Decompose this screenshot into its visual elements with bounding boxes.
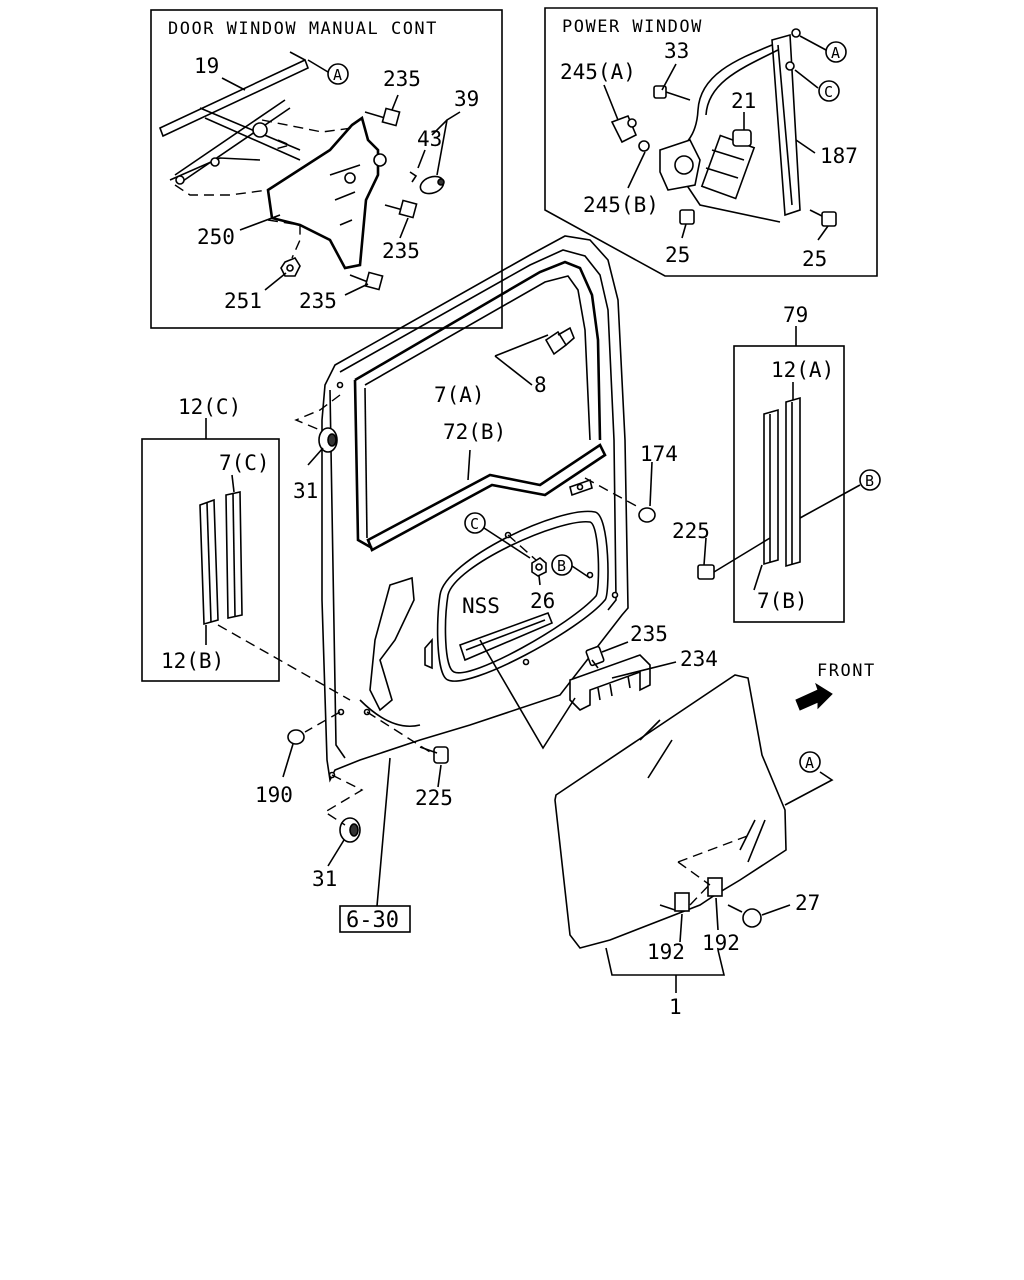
callout-b-door: B bbox=[551, 554, 591, 579]
svg-text:C: C bbox=[824, 83, 833, 101]
bushing-31-lower bbox=[339, 817, 361, 843]
channel-inset-12c: 12(C) 7(C) 12(B) bbox=[141, 395, 351, 701]
bolt-25-right bbox=[809, 209, 837, 227]
label-225-right: 225 bbox=[672, 519, 710, 543]
label-8: 8 bbox=[534, 373, 547, 397]
callout-c-power: C bbox=[794, 69, 840, 102]
callout-a-manual: A bbox=[307, 59, 349, 85]
inset-12c-frame bbox=[141, 438, 280, 682]
inset-79-frame bbox=[733, 345, 845, 623]
bolt-25-left bbox=[679, 209, 695, 225]
label-225-left: 225 bbox=[415, 786, 453, 810]
nss-pocket bbox=[458, 611, 554, 662]
label-12a: 12(A) bbox=[771, 358, 834, 382]
label-7b: 7(B) bbox=[757, 589, 808, 613]
label-1: 1 bbox=[669, 995, 682, 1019]
bolt-235-mid bbox=[384, 199, 418, 219]
label-12c: 12(C) bbox=[178, 395, 241, 419]
front-arrow-icon bbox=[795, 682, 833, 711]
label-12b: 12(B) bbox=[161, 649, 224, 673]
bolt-225-left bbox=[419, 746, 449, 764]
label-27: 27 bbox=[795, 891, 820, 915]
power-inset-frame bbox=[544, 7, 878, 277]
label-245b: 245(B) bbox=[583, 193, 659, 217]
motor-21 bbox=[700, 129, 756, 200]
label-39: 39 bbox=[454, 87, 479, 111]
door-assembly: C B 7(A) 8 72(B) 174 31 26 NSS 235 234 1… bbox=[255, 235, 718, 933]
door-glass-assembly: A 27 192 192 1 bbox=[554, 674, 834, 1019]
label-21: 21 bbox=[731, 89, 756, 113]
label-33: 33 bbox=[664, 39, 689, 63]
bolt-33 bbox=[653, 85, 691, 101]
power-inset-title: POWER WINDOW bbox=[562, 17, 703, 37]
manual-inset-frame bbox=[150, 9, 503, 329]
glass-channel-192-left bbox=[659, 892, 690, 912]
bolt-235-door bbox=[585, 645, 605, 669]
svg-text:B: B bbox=[557, 557, 566, 575]
label-235-lower: 235 bbox=[299, 289, 337, 313]
svg-text:6-30: 6-30 bbox=[346, 908, 399, 933]
manual-regulator bbox=[158, 51, 445, 291]
label-79: 79 bbox=[783, 303, 808, 327]
svg-text:B: B bbox=[865, 472, 874, 490]
svg-text:A: A bbox=[831, 44, 840, 62]
label-234: 234 bbox=[680, 647, 718, 671]
label-251: 251 bbox=[224, 289, 262, 313]
svg-text:A: A bbox=[333, 66, 342, 84]
callout-a-glass: A bbox=[784, 751, 834, 806]
label-245a: 245(A) bbox=[560, 60, 636, 84]
clip-8 bbox=[544, 326, 575, 356]
label-235-mid: 235 bbox=[382, 239, 420, 263]
bolt-225-right bbox=[697, 537, 771, 580]
svg-text:C: C bbox=[470, 515, 479, 533]
label-25-right: 25 bbox=[802, 247, 827, 271]
manual-window-inset: DOOR WINDOW MANUAL CONT bbox=[150, 9, 503, 329]
grommet-190 bbox=[287, 729, 305, 745]
label-7c: 7(C) bbox=[219, 451, 270, 475]
label-31-lower: 31 bbox=[312, 867, 337, 891]
label-235-door: 235 bbox=[630, 622, 668, 646]
bracket-234 bbox=[569, 654, 651, 711]
grommet-174 bbox=[638, 507, 656, 523]
label-43: 43 bbox=[417, 127, 442, 151]
callout-b-right: B bbox=[799, 469, 881, 519]
label-26: 26 bbox=[530, 589, 555, 613]
channel-inset-79: 79 12(A) 7(B) 225 B bbox=[672, 303, 881, 623]
glass-channel-192-right bbox=[707, 877, 723, 897]
channel-12b-7c bbox=[199, 491, 243, 626]
front-label: FRONT bbox=[817, 661, 876, 681]
reference-6-30[interactable]: 6-30 bbox=[339, 905, 411, 933]
nut-251 bbox=[280, 257, 301, 277]
svg-text:A: A bbox=[805, 754, 814, 772]
label-192-left: 192 bbox=[647, 940, 685, 964]
nut-26 bbox=[531, 557, 547, 577]
manual-inset-title: DOOR WINDOW MANUAL CONT bbox=[168, 19, 438, 39]
label-25-left: 25 bbox=[665, 243, 690, 267]
power-window-inset: POWER WINDOW bbox=[544, 7, 878, 277]
door-glass bbox=[554, 674, 787, 949]
label-31-upper: 31 bbox=[293, 479, 318, 503]
label-174: 174 bbox=[640, 442, 678, 466]
bolt-235-lower bbox=[349, 271, 384, 291]
bolt-235-upper bbox=[364, 107, 401, 127]
bushing-31-upper bbox=[318, 427, 338, 453]
callout-a-power: A bbox=[799, 35, 847, 63]
power-regulator bbox=[610, 28, 837, 227]
label-72b: 72(B) bbox=[443, 420, 506, 444]
bolt-27 bbox=[727, 904, 762, 928]
label-nss: NSS bbox=[462, 594, 500, 618]
callout-c-door: C bbox=[464, 512, 531, 559]
channel-12a-7b bbox=[763, 396, 801, 568]
front-direction: FRONT bbox=[795, 661, 876, 711]
label-187: 187 bbox=[820, 144, 858, 168]
label-19: 19 bbox=[194, 54, 219, 78]
label-190: 190 bbox=[255, 783, 293, 807]
label-250: 250 bbox=[197, 225, 235, 249]
handle-knob-39 bbox=[409, 171, 445, 195]
label-7a: 7(A) bbox=[434, 383, 485, 407]
label-235-upper: 235 bbox=[383, 67, 421, 91]
bracket-245a bbox=[610, 114, 638, 144]
label-192-right: 192 bbox=[702, 931, 740, 955]
